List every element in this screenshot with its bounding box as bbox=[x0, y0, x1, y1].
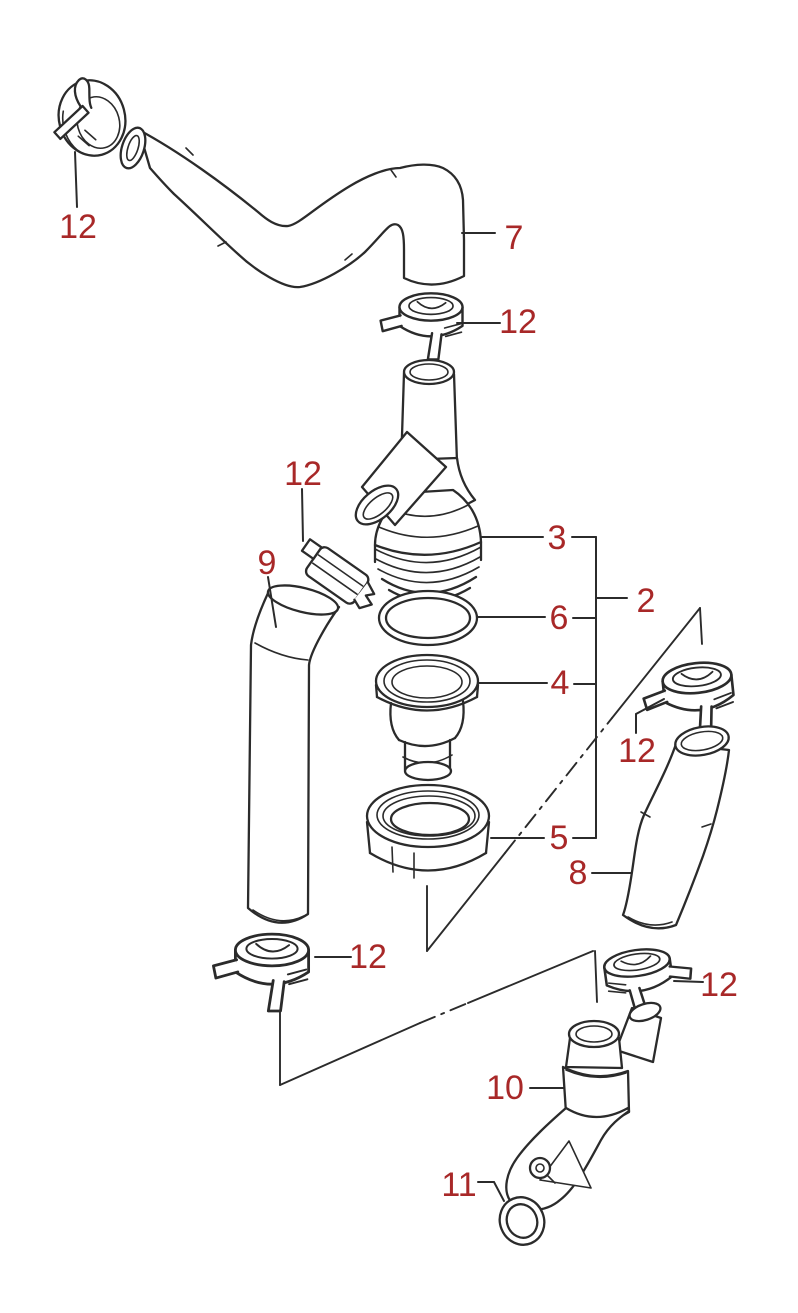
callout-label-10: 10 bbox=[486, 1069, 524, 1107]
leader-12-bottom-right bbox=[673, 980, 704, 983]
callout-label-12-top-left: 12 bbox=[59, 208, 97, 246]
callout-label-3: 3 bbox=[548, 519, 567, 557]
clamp-12-top-left bbox=[53, 77, 127, 157]
thermostat-4 bbox=[374, 653, 480, 782]
hose-8 bbox=[621, 725, 731, 930]
callout-label-6: 6 bbox=[550, 599, 569, 637]
callout-label-9: 9 bbox=[258, 544, 277, 582]
callout-label-12-bottom-left: 12 bbox=[349, 938, 387, 976]
hose-9 bbox=[246, 584, 341, 924]
callout-label-8: 8 bbox=[569, 854, 588, 892]
alignment-line-upper bbox=[426, 607, 703, 952]
leader-11 bbox=[477, 1181, 505, 1202]
lock-ring-5 bbox=[365, 783, 491, 879]
diagram-linework bbox=[53, 77, 739, 1246]
callout-label-12-bottom-right: 12 bbox=[700, 966, 738, 1004]
leader-12-left-middle bbox=[301, 488, 304, 542]
leader-12-top-left bbox=[74, 151, 78, 208]
clamp-12-bottom-left bbox=[212, 932, 311, 1013]
clamp-12-top-middle bbox=[379, 292, 464, 361]
o-ring-11 bbox=[498, 1196, 546, 1246]
water-union-10 bbox=[505, 1001, 663, 1212]
alignment-line-lower bbox=[279, 950, 598, 1086]
clamp-12-left-middle bbox=[300, 538, 376, 610]
leader-lines bbox=[74, 151, 704, 1202]
hose-7 bbox=[119, 126, 466, 289]
callout-label-12-left-middle: 12 bbox=[284, 455, 322, 493]
o-ring-6 bbox=[377, 589, 479, 647]
callout-label-2: 2 bbox=[637, 582, 656, 620]
callout-label-12-top-middle: 12 bbox=[499, 303, 537, 341]
callout-label-7: 7 bbox=[505, 219, 524, 257]
leader-4 bbox=[478, 682, 597, 685]
callout-label-4: 4 bbox=[551, 664, 570, 702]
leader-12-right bbox=[635, 698, 665, 734]
callout-label-12-right: 12 bbox=[618, 732, 656, 770]
callout-label-5: 5 bbox=[550, 819, 569, 857]
leader-6 bbox=[477, 616, 597, 619]
callout-label-11: 11 bbox=[441, 1166, 476, 1204]
bracket-assembly-2 bbox=[595, 536, 628, 839]
thermostat-cap-3 bbox=[354, 358, 483, 603]
callout-labels: 12 7 12 12 9 3 2 6 4 12 5 8 12 12 10 11 bbox=[59, 208, 738, 1204]
leader-9 bbox=[267, 576, 277, 628]
